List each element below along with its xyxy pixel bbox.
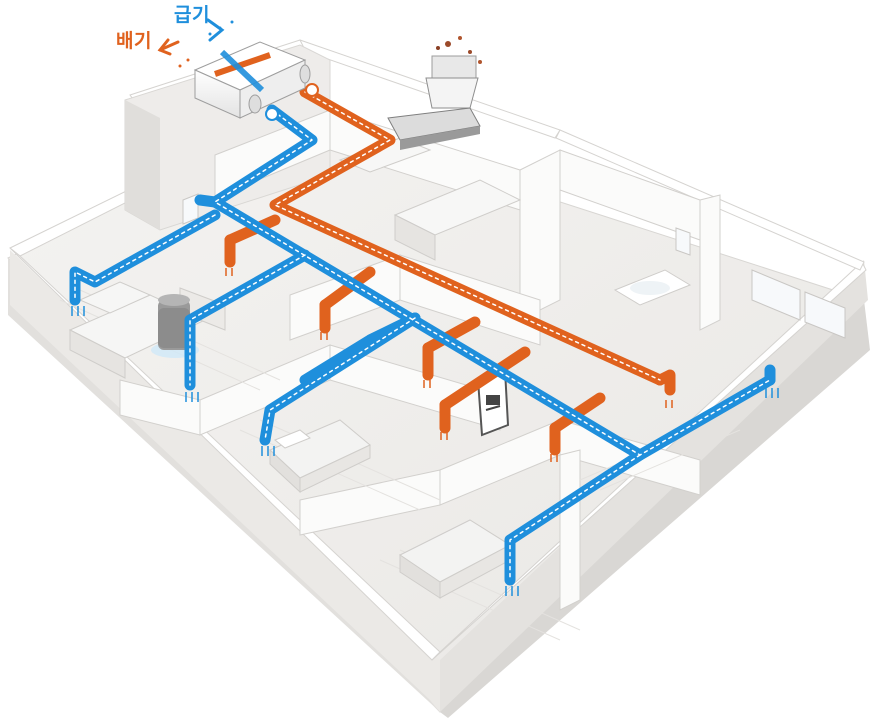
bed-bottom	[399, 519, 512, 599]
exhaust-arrow-icon	[157, 38, 180, 56]
exhaust-label: 배기	[116, 30, 152, 52]
air-purifier-icon	[151, 294, 199, 358]
exhaust-inlet-arrows	[225, 268, 673, 462]
supply-arrow-icon	[206, 18, 225, 42]
supply-outlet-arrows	[71, 306, 779, 596]
bathtub	[613, 269, 692, 306]
heat-recovery-ventilator-icon	[178, 20, 319, 121]
range-hood-icon	[387, 36, 482, 150]
exhaust-ducts	[194, 74, 676, 456]
bed-middle	[269, 419, 371, 494]
windows	[182, 193, 846, 339]
supply-label: 급기	[174, 4, 210, 26]
supply-ducts	[69, 104, 776, 586]
